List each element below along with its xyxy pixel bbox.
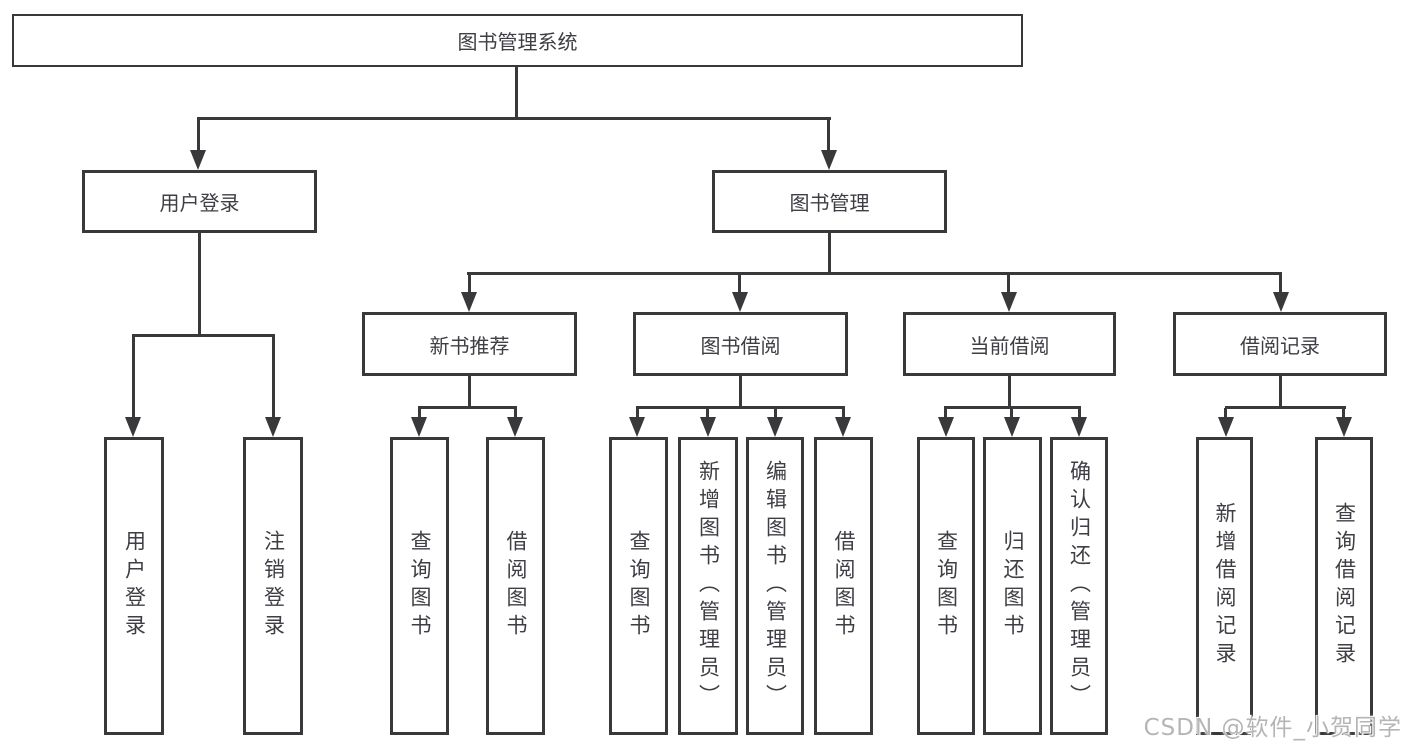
arrowhead xyxy=(1218,417,1234,437)
connector-line xyxy=(198,233,201,336)
arrowhead xyxy=(700,417,716,437)
connector-line xyxy=(827,119,830,152)
connector-line xyxy=(636,406,845,409)
leaf-query-books-borrow: 查询图书 xyxy=(609,437,668,735)
connector-line xyxy=(1279,376,1282,408)
arrowhead xyxy=(125,417,141,437)
arrowhead xyxy=(732,292,748,312)
arrowhead xyxy=(629,417,645,437)
node-current-borrow: 当前借阅 xyxy=(903,312,1116,376)
connector-line xyxy=(515,67,518,119)
connector-line xyxy=(1078,408,1081,419)
leaf-query-borrow-record: 查询借阅记录 xyxy=(1315,437,1373,735)
leaf-add-book-admin: 新增图书（管理员） xyxy=(678,437,738,735)
connector-line xyxy=(774,408,777,419)
arrowhead xyxy=(938,417,954,437)
arrowhead xyxy=(767,417,783,437)
connector-line xyxy=(706,408,709,419)
node-new-book-recommend: 新书推荐 xyxy=(362,312,577,376)
leaf-logout: 注销登录 xyxy=(243,437,303,735)
leaf-confirm-return-admin: 确认归还（管理员） xyxy=(1050,437,1108,735)
leaf-borrow-books: 借阅图书 xyxy=(814,437,873,735)
leaf-query-books-recommend: 查询图书 xyxy=(390,437,449,735)
connector-line xyxy=(468,376,471,408)
connector-line xyxy=(828,233,831,274)
arrowhead xyxy=(1004,417,1020,437)
node-user-login: 用户登录 xyxy=(82,170,317,233)
connector-line xyxy=(132,336,135,419)
connector-line xyxy=(467,272,1282,275)
connector-line xyxy=(842,408,845,419)
connector-line xyxy=(197,119,200,152)
connector-line xyxy=(1007,274,1010,294)
connector-line xyxy=(944,406,1081,409)
connector-line xyxy=(1279,274,1282,294)
arrowhead xyxy=(461,292,477,312)
connector-line xyxy=(514,408,517,419)
arrowhead xyxy=(190,150,206,170)
leaf-edit-book-admin: 编辑图书（管理员） xyxy=(746,437,804,735)
connector-line xyxy=(1008,376,1011,408)
leaf-add-borrow-record: 新增借阅记录 xyxy=(1196,437,1253,735)
node-borrow-records: 借阅记录 xyxy=(1173,312,1387,376)
node-book-borrow: 图书借阅 xyxy=(633,312,848,376)
connector-line xyxy=(636,408,639,419)
leaf-user-login: 用户登录 xyxy=(104,437,164,735)
connector-line xyxy=(418,408,421,419)
leaf-borrow-books-recommend: 借阅图书 xyxy=(486,437,545,735)
connector-line xyxy=(1225,406,1346,409)
arrowhead xyxy=(835,417,851,437)
arrowhead xyxy=(1071,417,1087,437)
connector-line xyxy=(272,336,275,419)
arrowhead xyxy=(265,417,281,437)
connector-line xyxy=(738,274,741,294)
connector-line xyxy=(1010,408,1013,419)
watermark: CSDN @软件_小贺同学 xyxy=(1143,715,1402,741)
connector-line xyxy=(132,334,275,337)
leaf-return-book: 归还图书 xyxy=(983,437,1042,735)
connector-line xyxy=(1342,408,1345,419)
arrowhead xyxy=(507,417,523,437)
connector-line xyxy=(739,376,742,408)
connector-line xyxy=(197,117,831,120)
arrowhead xyxy=(821,150,837,170)
node-library-system: 图书管理系统 xyxy=(12,14,1023,67)
arrowhead xyxy=(411,417,427,437)
connector-line xyxy=(944,408,947,419)
leaf-query-books-current: 查询图书 xyxy=(917,437,975,735)
connector-line xyxy=(1224,408,1227,419)
connector-line xyxy=(418,406,517,409)
connector-line xyxy=(468,274,471,294)
arrowhead xyxy=(1273,292,1289,312)
arrowhead xyxy=(1336,417,1352,437)
arrowhead xyxy=(1001,292,1017,312)
node-book-management: 图书管理 xyxy=(712,170,947,233)
